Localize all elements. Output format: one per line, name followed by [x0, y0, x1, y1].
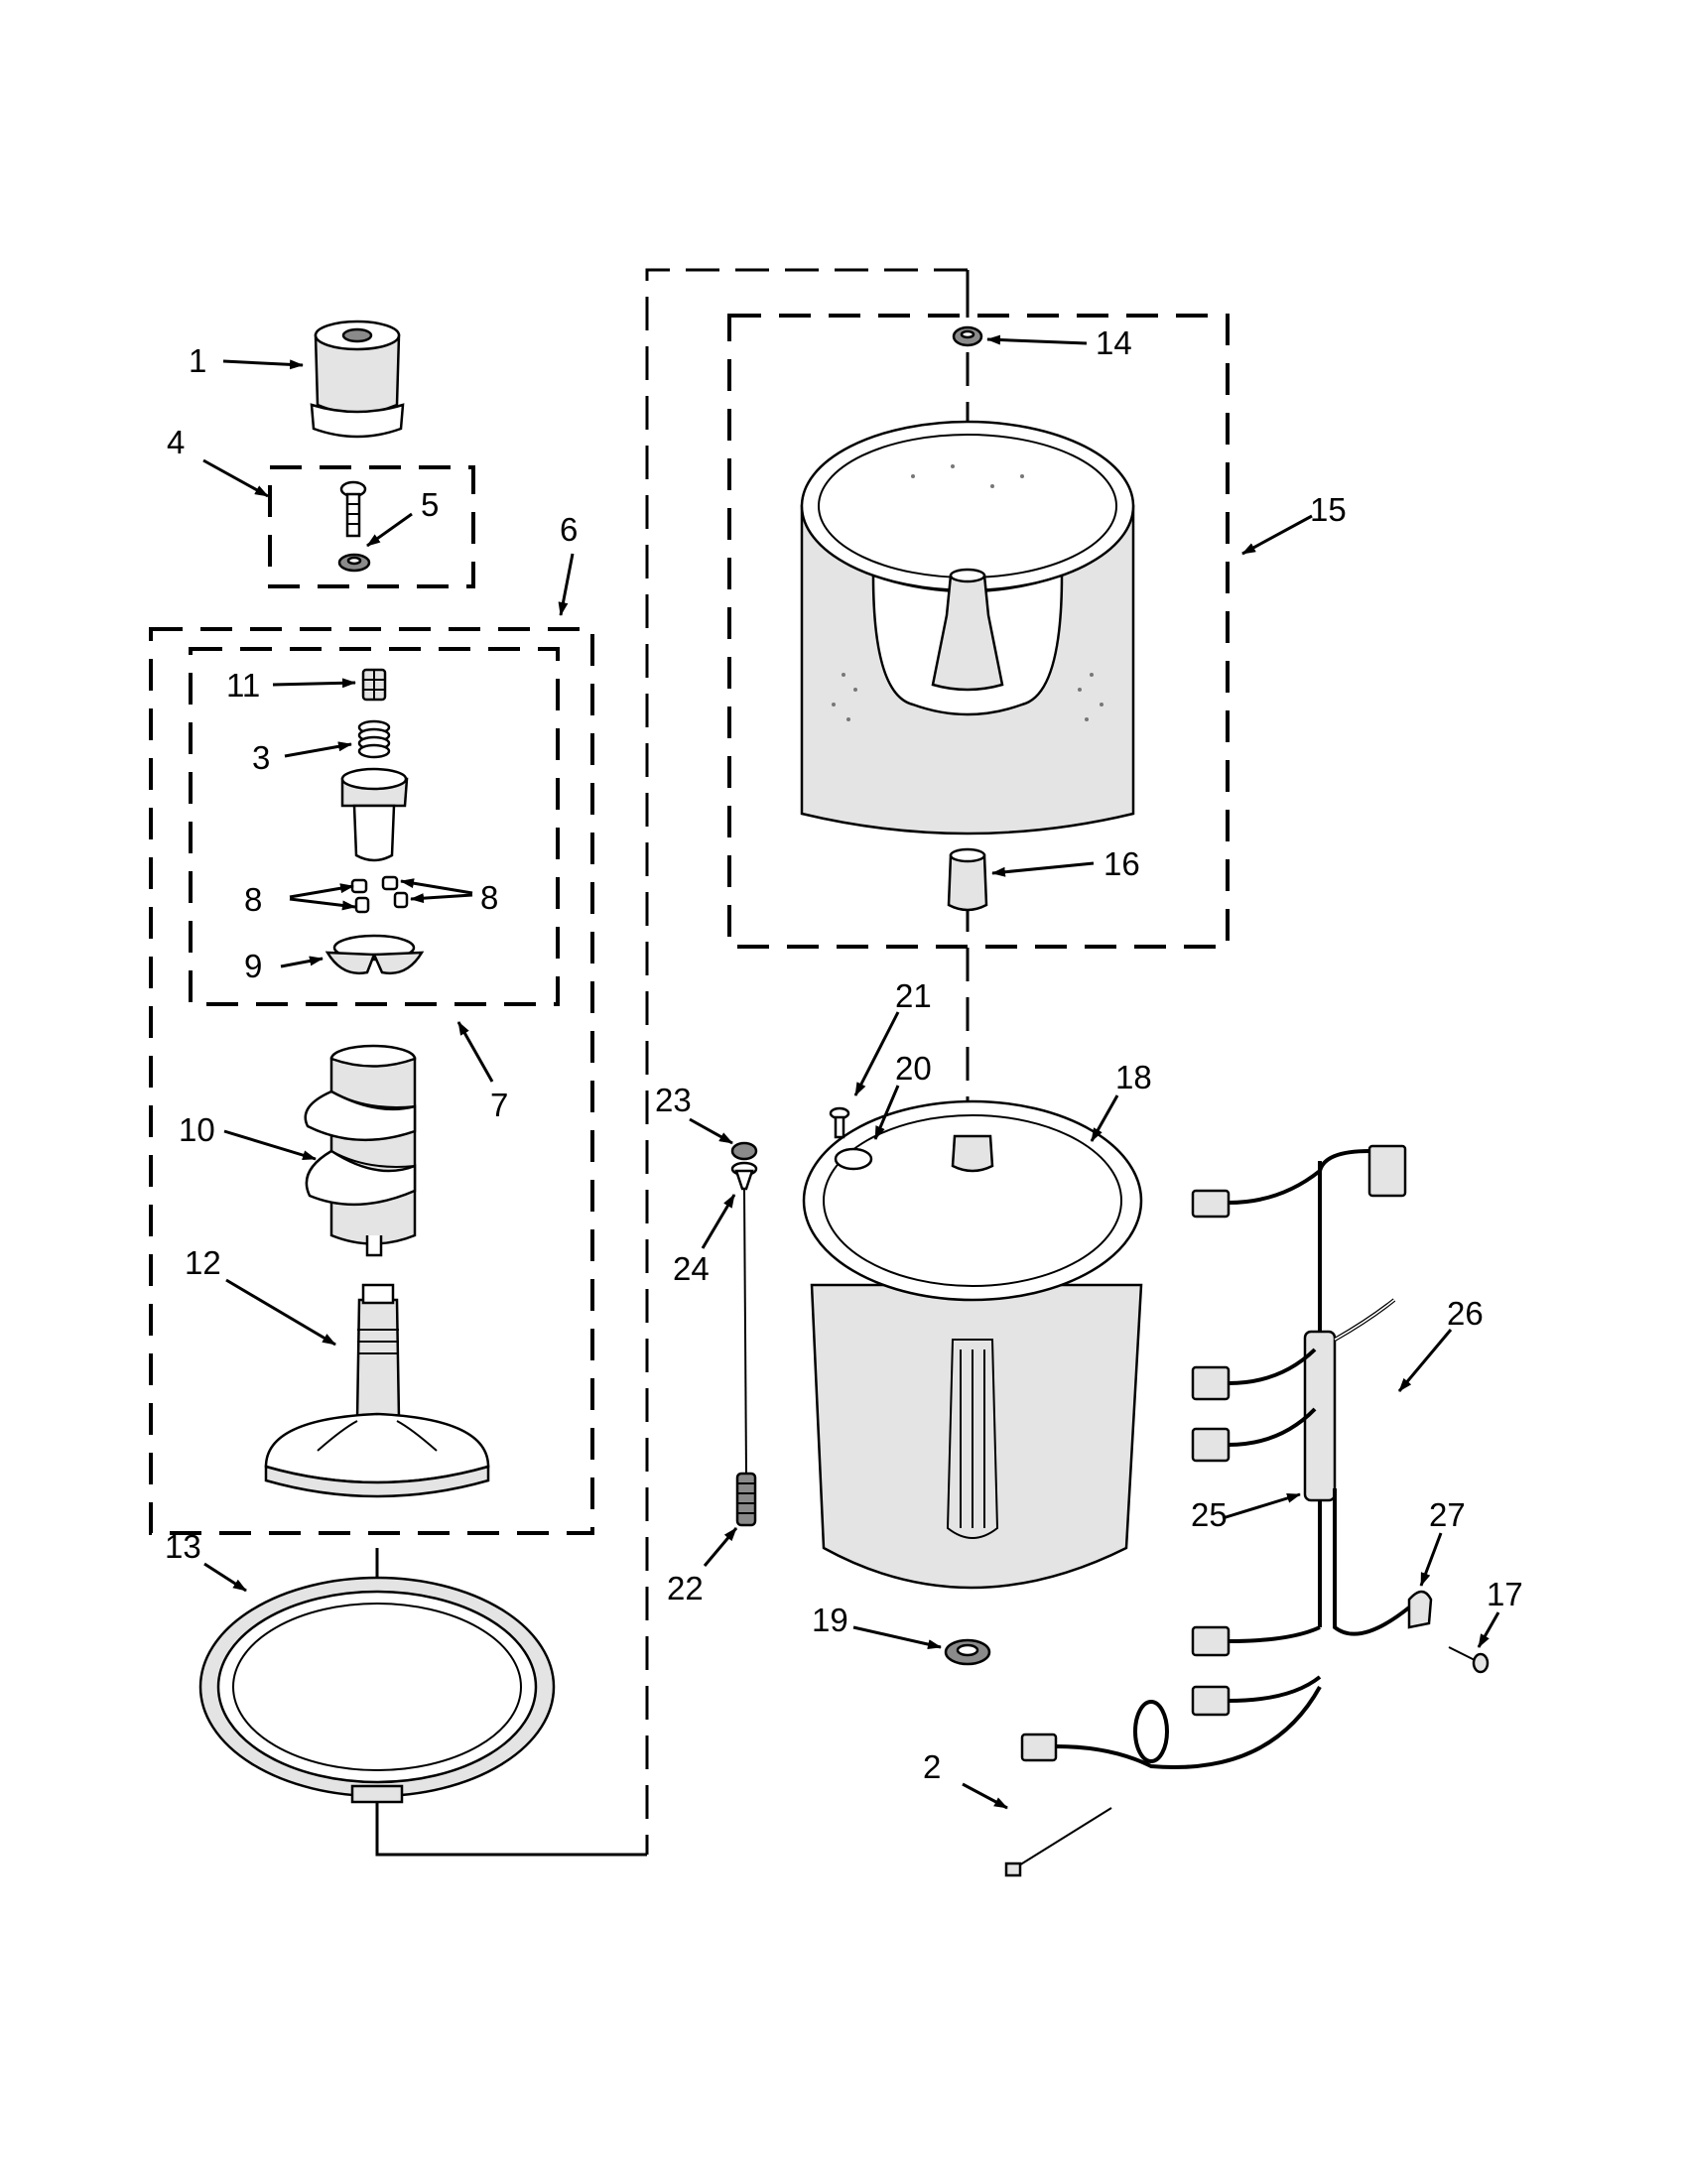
leader-arrow-3: [284, 741, 352, 758]
callout-23: 23: [655, 1082, 692, 1118]
leader-arrow-2: [962, 1782, 1008, 1810]
part-16-drive-hub: [947, 847, 988, 912]
callout-11: 11: [226, 667, 260, 704]
leader-arrow-5: [366, 512, 413, 548]
leader-arrow-10: [223, 1129, 317, 1161]
part-24-hose-fitting: [730, 1161, 758, 1191]
part-3-spring: [357, 719, 391, 759]
callout-27: 27: [1429, 1496, 1466, 1533]
leader-arrow-6: [558, 553, 575, 616]
leader-arrow-8a-2: [289, 897, 356, 911]
leader-arrow-8b-1: [400, 878, 473, 895]
part-8-dogs: [350, 875, 409, 914]
connector-line-left: [645, 268, 968, 1855]
callout-3: 3: [252, 739, 270, 776]
leader-arrow-16: [991, 861, 1095, 877]
leader-arrow-22: [703, 1527, 738, 1567]
callout-12: 12: [185, 1244, 221, 1281]
callout-21: 21: [895, 977, 932, 1014]
leader-arrow-8b-2: [410, 893, 473, 904]
callout-8a: 8: [244, 881, 262, 918]
callout-1: 1: [189, 342, 206, 379]
leader-arrow-1: [222, 359, 304, 370]
part-23-hose-cap: [730, 1141, 758, 1161]
part-13-tub-ring: [198, 1576, 556, 1804]
part-11-dog-ear: [361, 668, 387, 702]
part-12-drive-block: [264, 1283, 490, 1498]
callout-9: 9: [244, 948, 262, 984]
connector-line-bottom: [375, 1826, 647, 1857]
group-box-4: [268, 465, 475, 588]
leader-arrow-12: [225, 1278, 336, 1347]
leader-arrow-18: [1090, 1094, 1119, 1142]
leader-arrow-9: [280, 956, 324, 968]
leader-arrow-20: [873, 1085, 900, 1140]
part-20-bracket: [834, 1147, 873, 1171]
part-21-screw: [829, 1106, 850, 1139]
group-box-7: [189, 647, 560, 1006]
leader-arrow-27: [1419, 1532, 1443, 1587]
callout-24: 24: [673, 1250, 710, 1287]
part-4-bolt-assembly: [337, 480, 371, 573]
part-14-nut: [952, 325, 983, 347]
callout-6: 6: [560, 511, 578, 548]
leader-arrow-17: [1477, 1611, 1500, 1648]
leader-arrow-13: [203, 1562, 247, 1593]
callout-5: 5: [421, 486, 439, 523]
callout-2: 2: [923, 1748, 941, 1785]
callout-10: 10: [179, 1111, 215, 1148]
callout-15: 15: [1310, 491, 1347, 528]
leader-arrow-21: [853, 1011, 900, 1096]
leader-arrow-4: [202, 458, 269, 498]
leader-arrow-25: [1222, 1492, 1301, 1520]
part-1-agitator-cap: [310, 320, 405, 439]
callout-14: 14: [1096, 324, 1132, 361]
part-2-cable-tie: [1004, 1807, 1112, 1877]
leader-arrow-24: [701, 1194, 736, 1249]
pressure-hose: [743, 1188, 747, 1475]
leader-arrow-7: [456, 1021, 494, 1083]
callout-17: 17: [1487, 1576, 1523, 1612]
callout-18: 18: [1115, 1059, 1152, 1095]
callout-20: 20: [895, 1050, 932, 1087]
leader-arrow-8a-1: [289, 883, 354, 899]
part-15-basket: [800, 420, 1135, 835]
callout-22: 22: [667, 1570, 704, 1606]
callout-19: 19: [812, 1602, 848, 1638]
part-22-spring: [735, 1472, 757, 1527]
leader-arrow-19: [852, 1625, 942, 1649]
callout-26: 26: [1447, 1295, 1484, 1332]
part-19-tub-seal: [944, 1638, 991, 1666]
callout-16: 16: [1103, 845, 1140, 882]
callout-13: 13: [165, 1528, 201, 1565]
leader-arrow-26: [1397, 1329, 1453, 1392]
part-25-wire-harness: [1020, 1144, 1411, 1769]
part-10-auger: [304, 1044, 417, 1257]
leader-arrow-23: [689, 1117, 733, 1145]
agitator-cam: [340, 767, 409, 862]
group-box-15: [727, 314, 1230, 949]
part-9-cam-plate: [324, 934, 425, 975]
leader-arrow-11: [272, 678, 356, 689]
part-27-clamp: [1407, 1590, 1433, 1629]
callout-7: 7: [490, 1087, 508, 1123]
leader-arrow-14: [986, 334, 1088, 345]
part-17-screw: [1448, 1646, 1490, 1674]
callout-25: 25: [1191, 1496, 1228, 1533]
group-box-6: [149, 627, 594, 1535]
callout-4: 4: [167, 424, 185, 460]
part-18-outer-tub: [802, 1099, 1143, 1590]
leader-arrow-15: [1241, 514, 1313, 556]
callout-8b: 8: [480, 879, 498, 916]
